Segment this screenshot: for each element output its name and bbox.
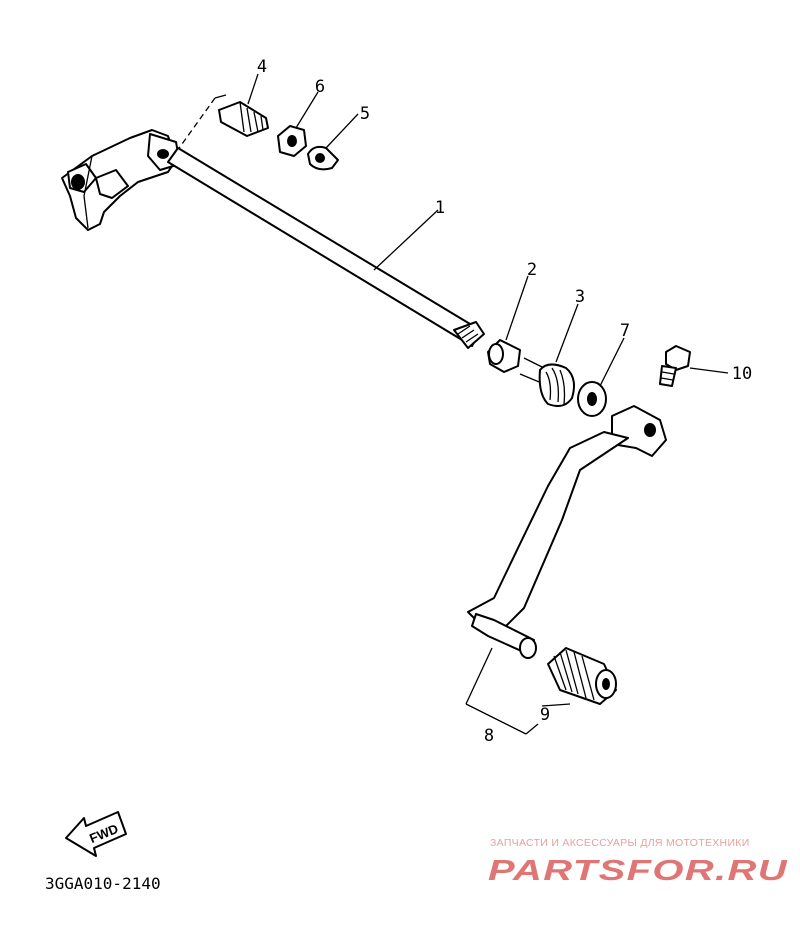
label-part-6: 6	[315, 77, 325, 97]
part-6-nut	[277, 125, 307, 157]
part-3-spring	[519, 357, 575, 407]
part-5-leader	[325, 113, 359, 149]
part-8-leader-a	[465, 647, 493, 705]
watermark-tagline: ЗАПЧАСТИ И АКСЕССУАРЫ ДЛЯ МОТОТЕХНИКИ	[490, 837, 750, 849]
fwd-arrow-icon: FWD	[65, 811, 127, 857]
label-part-9: 9	[540, 705, 550, 725]
part-4-leader-stub	[214, 94, 227, 99]
part-4-bolt	[218, 101, 269, 137]
part-9-pedal-rubber	[547, 647, 617, 705]
part-9-leader-a	[541, 703, 571, 707]
part-7-leader	[599, 337, 625, 387]
part-6-leader	[295, 91, 319, 129]
part-5-washer	[307, 145, 339, 171]
part-10-leader	[689, 367, 729, 374]
part-2-collar	[487, 339, 521, 373]
diagram-code: 3GGA010-2140	[45, 874, 161, 893]
label-part-2: 2	[527, 260, 537, 280]
label-part-4: 4	[257, 57, 267, 77]
part-4-leader	[247, 73, 259, 105]
part-7-washer	[577, 381, 607, 417]
part-9-leader-b	[525, 723, 539, 735]
label-part-7: 7	[620, 321, 630, 341]
label-part-10: 10	[732, 364, 752, 384]
part-10-bolt	[659, 345, 691, 387]
label-part-8: 8	[484, 726, 494, 746]
watermark-brand: PARTSFOR.RU	[488, 855, 788, 887]
part-8-leader-b	[465, 703, 527, 735]
shift-shaft-arm-assembly	[61, 129, 181, 231]
label-part-1: 1	[435, 198, 445, 218]
part-8-shift-pedal	[467, 405, 667, 659]
part-2-leader	[505, 275, 529, 341]
part-3-leader	[555, 303, 579, 363]
part-1-shaft	[167, 147, 485, 349]
label-part-3: 3	[575, 287, 585, 307]
label-part-5: 5	[360, 104, 370, 124]
part-1-leader	[373, 209, 439, 271]
